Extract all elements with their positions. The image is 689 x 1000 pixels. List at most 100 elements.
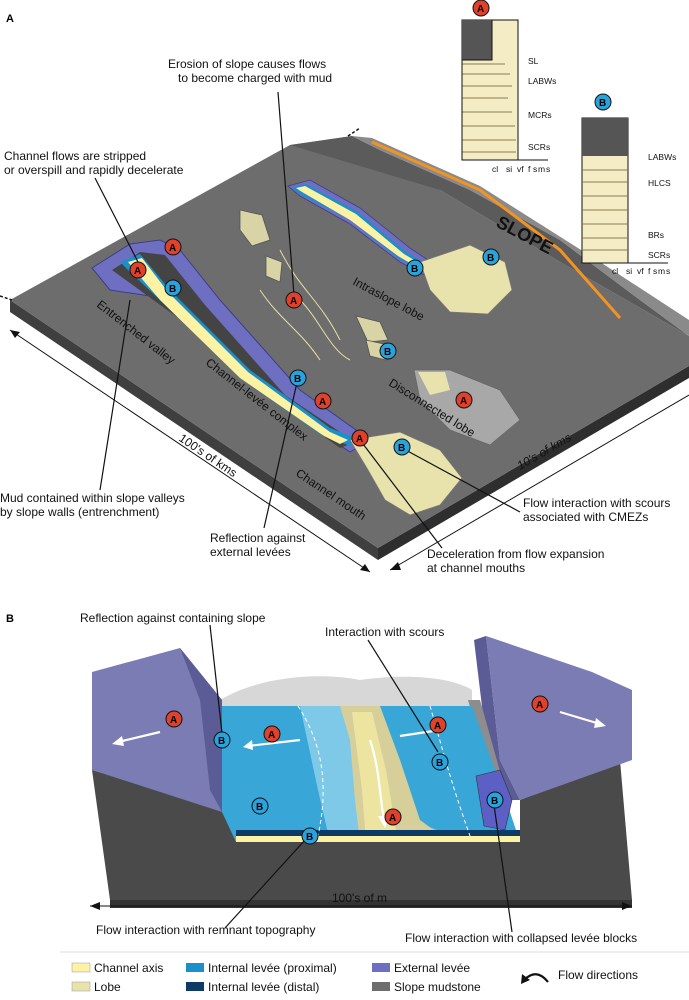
log-a-top-mud (462, 20, 492, 60)
svg-text:B: B (398, 443, 405, 454)
log-a-beds (462, 63, 516, 153)
block-front-face (10, 300, 378, 560)
legend-swatch-levee-proximal (186, 963, 204, 972)
log-a-facies-2: LABWs (528, 76, 556, 86)
log-b-beds (582, 169, 628, 251)
badge-b-a-left-wall: A (165, 710, 183, 728)
svg-text:si: si (506, 164, 512, 174)
svg-text:s: s (653, 266, 657, 276)
svg-text:B: B (384, 347, 391, 358)
badge-b-b-floor: B (251, 797, 269, 815)
log-b-top-mud (582, 118, 628, 156)
badge-b-intraslope-lobe: B (482, 248, 500, 266)
slope-wall (290, 136, 689, 336)
panel-a: A SLOPE (0, 0, 689, 575)
badge-b-mouth: B (393, 438, 411, 456)
block-right-face (378, 366, 689, 560)
callout-collapsed-blocks: Flow interaction with collapsed levée bl… (405, 931, 637, 945)
scale-b-head-left (90, 902, 100, 910)
callout-lines-b (209, 624, 513, 933)
callout-mud-contained: Mud contained within slope valleys by sl… (0, 491, 188, 519)
scour-1 (239, 209, 271, 247)
slope-line (371, 140, 622, 319)
legend-lobe: Lobe (94, 980, 121, 994)
svg-text:A: A (169, 243, 176, 254)
log-a-axis: cl si vf f s m s (462, 159, 550, 174)
legend-swatch-channel-axis (71, 962, 91, 973)
log-b-facies-1: LABWs (648, 152, 676, 162)
legend-swatch-lobe (71, 981, 91, 992)
legend: Channel axis Lobe Internal levée (proxim… (60, 951, 689, 994)
svg-text:A: A (134, 266, 141, 277)
callout-interaction-scours: Interaction with scours (325, 625, 444, 639)
legend-internal-levee-distal: Internal levée (distal) (208, 980, 319, 994)
left-slope-side (180, 648, 222, 812)
legend-slope-mudstone: Slope mudstone (394, 980, 481, 994)
panel-b-distal-strip (236, 830, 520, 836)
badge-a-disconnected: A (455, 391, 473, 409)
scale-length-head-1 (10, 330, 20, 338)
badge-b-a-right-wall: A (531, 695, 549, 713)
svg-text:B: B (487, 253, 494, 264)
svg-text:B: B (411, 264, 418, 275)
legend-internal-levee-proximal: Internal levée (proximal) (208, 961, 337, 975)
callout-erosion: Erosion of slope causes flows to become … (168, 57, 332, 85)
svg-text:B: B (218, 736, 225, 747)
legend-flow-directions: Flow directions (558, 968, 638, 982)
svg-text:si: si (626, 266, 632, 276)
callout-remnant-topography: Flow interaction with remnant topography (96, 923, 315, 937)
panel-a-letter: A (6, 13, 14, 25)
panel-b-lobe-strip (236, 836, 520, 842)
legend-swatch-levee-distal (186, 982, 204, 991)
svg-text:f: f (528, 164, 531, 174)
badge-a-valley: A (129, 261, 147, 279)
log-b-facies-4: SCRs (648, 250, 670, 260)
scale-b-head-right (622, 902, 632, 910)
badge-b-channel: B (289, 369, 307, 387)
callout-lines-a (94, 91, 521, 549)
badge-b-b-remnant: B (301, 827, 319, 845)
svg-text:s: s (666, 266, 670, 276)
svg-text:A: A (434, 721, 441, 732)
scale-b-label: 100's of m (332, 891, 387, 905)
slope-tick (347, 127, 361, 137)
badge-a-erosion: A (285, 291, 303, 309)
scale-width-head (390, 562, 401, 570)
left-edge-tick (0, 295, 13, 301)
svg-text:s: s (546, 164, 550, 174)
log-b-axis: cl si vf f s m s (582, 262, 670, 276)
channel-mouth-lobe (349, 431, 463, 516)
svg-text:A: A (356, 434, 363, 445)
svg-text:B: B (256, 802, 263, 813)
badge-log-b: B (594, 93, 612, 111)
svg-text:B: B (306, 832, 313, 843)
badge-b-intraslope-channel: B (406, 259, 424, 277)
badge-b-a-floor-right: A (429, 716, 447, 734)
callout-reflection-slope: Reflection against containing slope (80, 611, 266, 625)
svg-text:A: A (389, 813, 396, 824)
svg-text:A: A (319, 397, 326, 408)
left-slope-wall (92, 648, 222, 812)
svg-text:B: B (294, 374, 301, 385)
svg-text:cl: cl (492, 164, 498, 174)
legend-external-levee: External levée (394, 961, 470, 975)
disconnected-lobe-core (418, 372, 450, 395)
right-slope-wall (486, 636, 632, 800)
scale-length-arrow (9, 329, 371, 573)
scale-length-head-2 (360, 564, 370, 572)
svg-text:A: A (268, 730, 275, 741)
right-slope-edge (474, 636, 520, 800)
svg-text:vf: vf (637, 266, 644, 276)
log-a: SL LABWs MCRs SCRs cl si vf f s m s (461, 19, 556, 174)
log-a-facies-4: SCRs (528, 142, 550, 152)
panel-b-base (92, 760, 632, 900)
log-b-facies-3: BRs (648, 230, 664, 240)
channel-axis-a (128, 258, 348, 444)
panel-b-letter: B (6, 613, 14, 625)
badge-b-valley: B (164, 279, 182, 297)
callout-reflection: Reflection against external levées (210, 531, 309, 559)
svg-text:A: A (536, 700, 543, 711)
channel-levee-internal (120, 254, 360, 446)
scale-width-arrow (389, 394, 689, 571)
